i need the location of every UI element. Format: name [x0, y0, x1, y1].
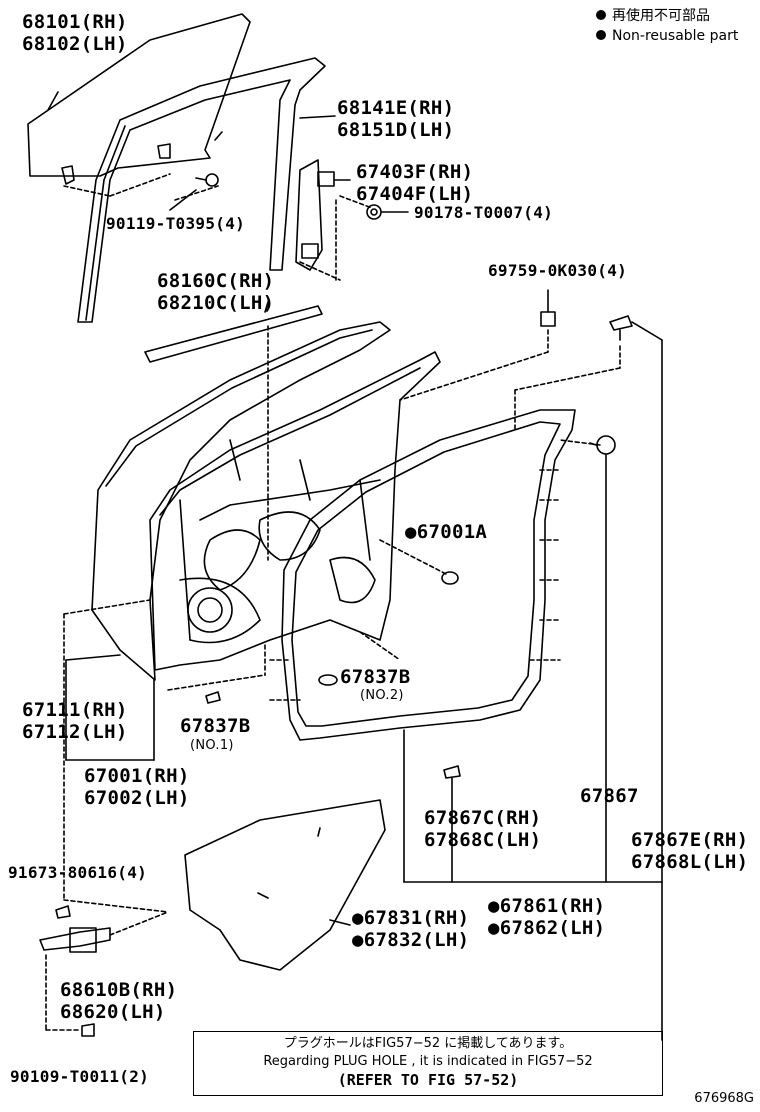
part-label-67861: ●67861(RH) — [488, 895, 606, 917]
figure-id: 676968G — [694, 1091, 754, 1106]
legend-en: Non-reusable part — [612, 28, 739, 44]
part-label-67002: 67002(LH) — [84, 787, 190, 809]
plug-67837b-no2 — [318, 674, 338, 686]
part-label-91673: 91673-80616(4) — [8, 863, 148, 882]
part-label-67868l: 67868L(LH) — [631, 851, 749, 873]
note-en: Regarding PLUG HOLE , it is indicated in… — [263, 1054, 593, 1069]
nut-90178 — [366, 204, 409, 220]
part-label-67867e: 67867E(RH) — [631, 829, 749, 851]
part-label-68151d: 68151D(LH) — [337, 119, 455, 141]
note-refer: (REFER TO FIG 57-52) — [337, 1071, 519, 1089]
part-label-68610b: 68610B(RH) — [60, 979, 178, 1001]
door-glass — [27, 13, 251, 185]
part-label-67837b-no1: 67837B — [180, 715, 251, 737]
bullet-icon — [596, 10, 606, 20]
part-label-67862: ●67862(LH) — [488, 917, 606, 939]
clip-69759 — [540, 289, 556, 327]
dashed-leaders — [45, 173, 621, 1031]
part-label-69759: 69759-0K030(4) — [488, 261, 628, 280]
legend-jp: 再使用不可部品 — [612, 8, 710, 24]
part-label-no1: (NO.1) — [190, 738, 234, 753]
part-label-90109: 90109-T0011(2) — [10, 1067, 150, 1086]
part-label-68210c: 68210C(LH) — [157, 292, 275, 314]
part-label-67832: ●67832(LH) — [352, 929, 470, 951]
belt-moulding — [144, 305, 323, 363]
part-label-67112: 67112(LH) — [22, 721, 128, 743]
plug-67001a — [441, 571, 459, 585]
plug-67837b-no1 — [205, 691, 221, 704]
door-check — [39, 905, 111, 1037]
legend: 再使用不可部品 Non-reusable part — [596, 6, 738, 46]
part-label-68620: 68620(LH) — [60, 1001, 166, 1023]
part-label-68141e: 68141E(RH) — [337, 97, 455, 119]
part-label-68160c: 68160C(RH) — [157, 270, 275, 292]
bullet-icon — [596, 30, 606, 40]
part-label-68101: 68101(RH) — [22, 11, 128, 33]
note-jp: プラグホールはFIG57−52 に掲載してあります。 — [283, 1036, 573, 1051]
door-weatherstrip — [281, 409, 576, 741]
division-bar — [295, 159, 335, 271]
part-label-67001: 67001(RH) — [84, 765, 190, 787]
part-label-90178: 90178-T0007(4) — [414, 203, 554, 222]
part-label-67867c: 67867C(RH) — [424, 807, 542, 829]
hole-cover — [184, 799, 386, 971]
bolt-90119 — [169, 173, 219, 211]
part-label-67001a: ●67001A — [405, 521, 488, 543]
part-label-67837b-no2: 67837B — [340, 666, 411, 688]
clip-67867e — [609, 315, 663, 1041]
part-label-67868c: 67868C(LH) — [424, 829, 542, 851]
part-label-no2: (NO.2) — [360, 688, 404, 703]
part-label-67831: ●67831(RH) — [352, 907, 470, 929]
clip-67867c — [443, 765, 461, 883]
part-label-67867: 67867 — [580, 785, 639, 807]
glass-run-channel — [77, 57, 326, 323]
part-label-68102: 68102(LH) — [22, 33, 128, 55]
part-label-67404f: 67404F(LH) — [356, 183, 474, 205]
clip-67867 — [589, 435, 616, 883]
reference-note: プラグホールはFIG57−52 に掲載してあります。 Regarding PLU… — [193, 1031, 663, 1096]
door-panel — [91, 321, 441, 681]
part-label-67111: 67111(RH) — [22, 699, 128, 721]
part-label-90119: 90119-T0395(4) — [106, 214, 246, 233]
part-label-67403f: 67403F(RH) — [356, 161, 474, 183]
